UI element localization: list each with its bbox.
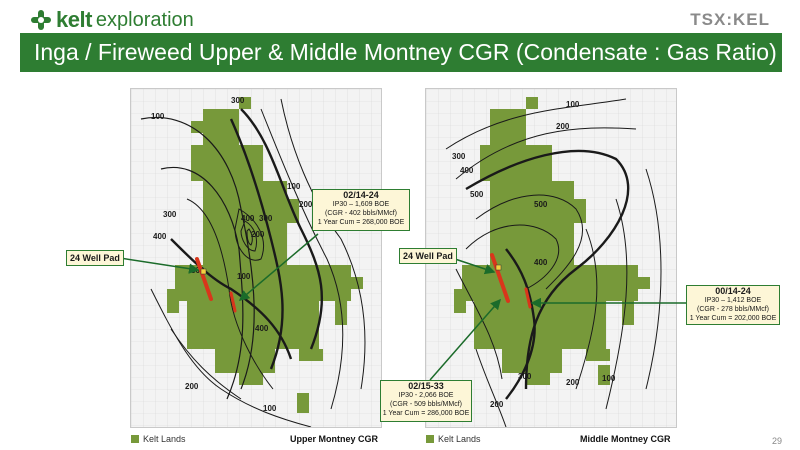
well-callout-line: IP30 – 1,412 BOE <box>704 297 762 304</box>
well-callout-line: IP30 - 2,066 BOE <box>398 392 454 399</box>
contour-label: 200 <box>299 200 313 209</box>
map-caption-upper: Upper Montney CGR <box>290 434 379 444</box>
contour-lines <box>445 98 662 427</box>
contour-label: 400 <box>255 324 269 333</box>
contour-label: 200 <box>556 122 570 131</box>
map-caption-middle: Middle Montney CGR <box>580 434 671 444</box>
middle-montney-map: 100 200 300 400 500 400 500 300 200 200 … <box>425 88 677 428</box>
well-callout-02-14-24: 02/14-24 IP30 – 1,609 BOE (CGR - 402 bbl… <box>312 189 410 231</box>
well-callout-line: 1 Year Cum = 202,000 BOE <box>689 315 777 322</box>
contour-label: 200 <box>185 382 199 391</box>
contour-label: 100 <box>566 100 580 109</box>
well-callout-title: 02/14-24 <box>343 190 379 200</box>
well-pad-label-middle: 24 Well Pad <box>399 248 457 264</box>
contour-label: 300 <box>259 214 273 223</box>
contour-label: 400 <box>153 232 167 241</box>
upper-montney-map: 100 300 200 100 200 300 400 500 400 300 … <box>130 88 382 428</box>
contour-label: 500 <box>534 200 548 209</box>
well-callout-line: (CGR - 509 bbls/MMcf) <box>390 401 462 408</box>
middle-montney-map-canvas: 100 200 300 400 500 400 500 300 200 200 … <box>426 89 676 427</box>
contour-label: 400 <box>534 258 548 267</box>
contour-label: 300 <box>518 372 532 381</box>
contour-label: 400 <box>241 214 255 223</box>
legend-kelt-lands-upper: Kelt Lands <box>131 434 186 444</box>
well-callout-02-15-33: 02/15-33 IP30 - 2,066 BOE (CGR - 509 bbl… <box>380 380 472 422</box>
legend-swatch <box>426 435 434 443</box>
well-pad-label-upper: 24 Well Pad <box>66 250 124 266</box>
logo-name: kelt <box>56 7 92 32</box>
ticker-logo: TSX:KEL <box>690 10 770 29</box>
legend-swatch <box>131 435 139 443</box>
well-callout-line: 1 Year Cum = 268,000 BOE <box>317 219 405 226</box>
well-pad-marker <box>490 253 532 309</box>
upper-montney-map-canvas: 100 300 200 100 200 300 400 500 400 300 … <box>131 89 381 427</box>
well-callout-title: 00/14-24 <box>715 286 751 296</box>
contour-label: 100 <box>263 404 277 413</box>
contour-label: 100 <box>151 112 165 121</box>
contour-label: 200 <box>566 378 580 387</box>
contour-labels: 100 200 300 400 500 400 500 300 200 200 … <box>452 100 616 409</box>
well-callout-00-14-24: 00/14-24 IP30 – 1,412 BOE (CGR - 278 bbl… <box>686 285 780 325</box>
well-callout-line: 1 Year Cum = 286,000 BOE <box>382 410 470 417</box>
kelt-lands <box>167 97 363 413</box>
contour-label: 100 <box>602 374 616 383</box>
contour-label: 200 <box>490 400 504 409</box>
well-callout-line: IP30 – 1,609 BOE <box>332 201 390 208</box>
page-number: 29 <box>771 436 782 446</box>
kelt-leaf-icon <box>31 10 51 30</box>
kelt-logo: kelt exploration <box>30 7 194 33</box>
legend-label: Kelt Lands <box>438 434 481 444</box>
contour-label: 300 <box>163 210 177 219</box>
contour-label: 400 <box>460 166 474 175</box>
legend-kelt-lands-middle: Kelt Lands <box>426 434 481 444</box>
contour-label: 500 <box>470 190 484 199</box>
well-callout-line: (CGR - 402 bbls/MMcf) <box>325 210 397 217</box>
well-callout-title: 02/15-33 <box>408 381 444 391</box>
contour-label: 100 <box>237 272 251 281</box>
legend-label: Kelt Lands <box>143 434 186 444</box>
well-callout-line: (CGR - 278 bbls/MMcf) <box>697 306 769 313</box>
contour-label: 200 <box>251 230 265 239</box>
contour-label: 300 <box>231 96 245 105</box>
logo-sub: exploration <box>95 8 194 31</box>
page-title: Inga / Fireweed Upper & Middle Montney C… <box>20 33 782 72</box>
contour-label: 100 <box>287 182 301 191</box>
contour-label: 300 <box>452 152 466 161</box>
